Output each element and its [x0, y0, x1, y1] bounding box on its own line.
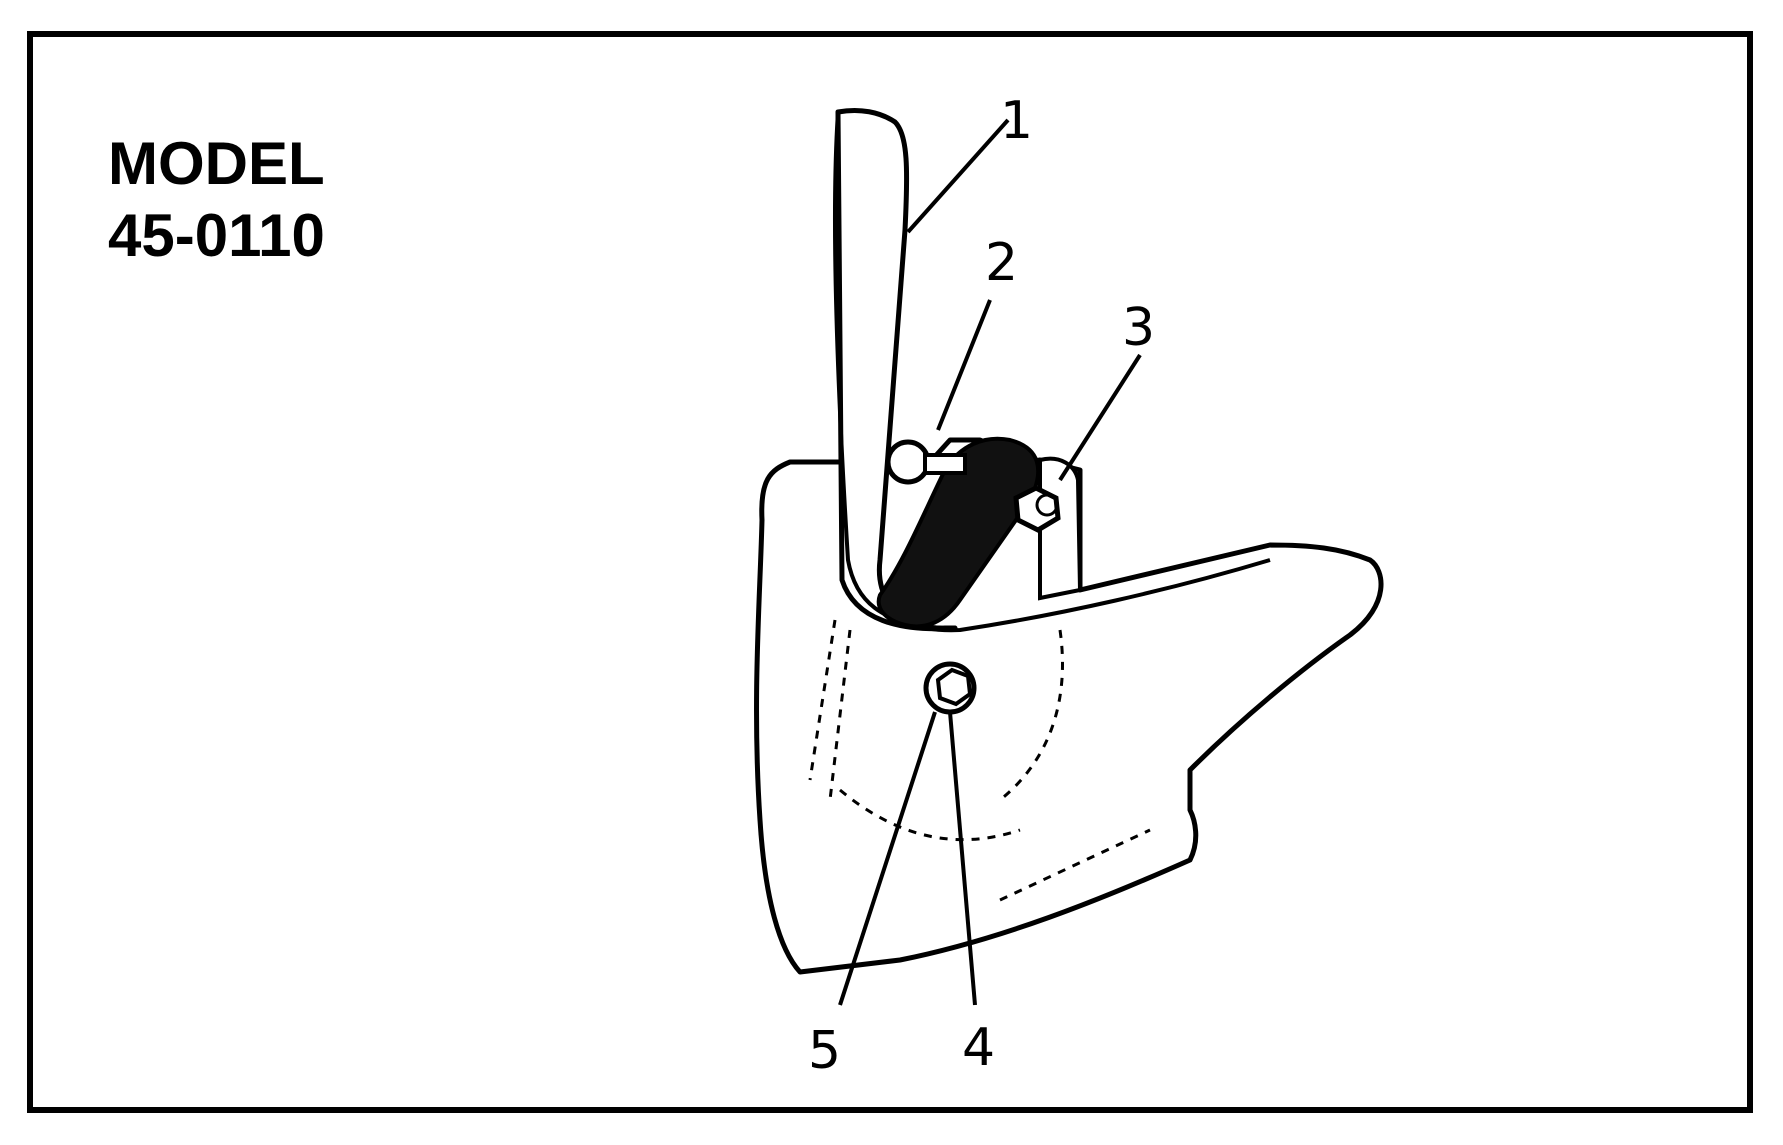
- model-number: 45-0110: [108, 202, 325, 269]
- callout-4: 4: [962, 1018, 995, 1078]
- callout-1: 1: [1000, 91, 1033, 151]
- leader-4: [948, 711, 977, 1006]
- callout-2: 2: [985, 233, 1018, 293]
- leader-2: [936, 299, 992, 431]
- nut-4: [935, 667, 973, 707]
- shank: [835, 107, 958, 632]
- callout-3: 3: [1122, 298, 1155, 358]
- callout-5: 5: [808, 1021, 841, 1081]
- bolt-shaft-2: [923, 453, 967, 475]
- spring-bracket: [876, 436, 1041, 629]
- model-label-block: MODEL 45-0110: [108, 128, 325, 272]
- leader-5: [838, 711, 937, 1006]
- model-heading: MODEL: [108, 130, 325, 197]
- leader-3: [1058, 353, 1142, 482]
- leader-lines: [838, 118, 1142, 1006]
- bolt-head-2: [885, 439, 931, 485]
- leader-1: [906, 118, 1010, 234]
- hidden-lines: [808, 619, 1151, 902]
- nut-3-washer: [1035, 493, 1059, 517]
